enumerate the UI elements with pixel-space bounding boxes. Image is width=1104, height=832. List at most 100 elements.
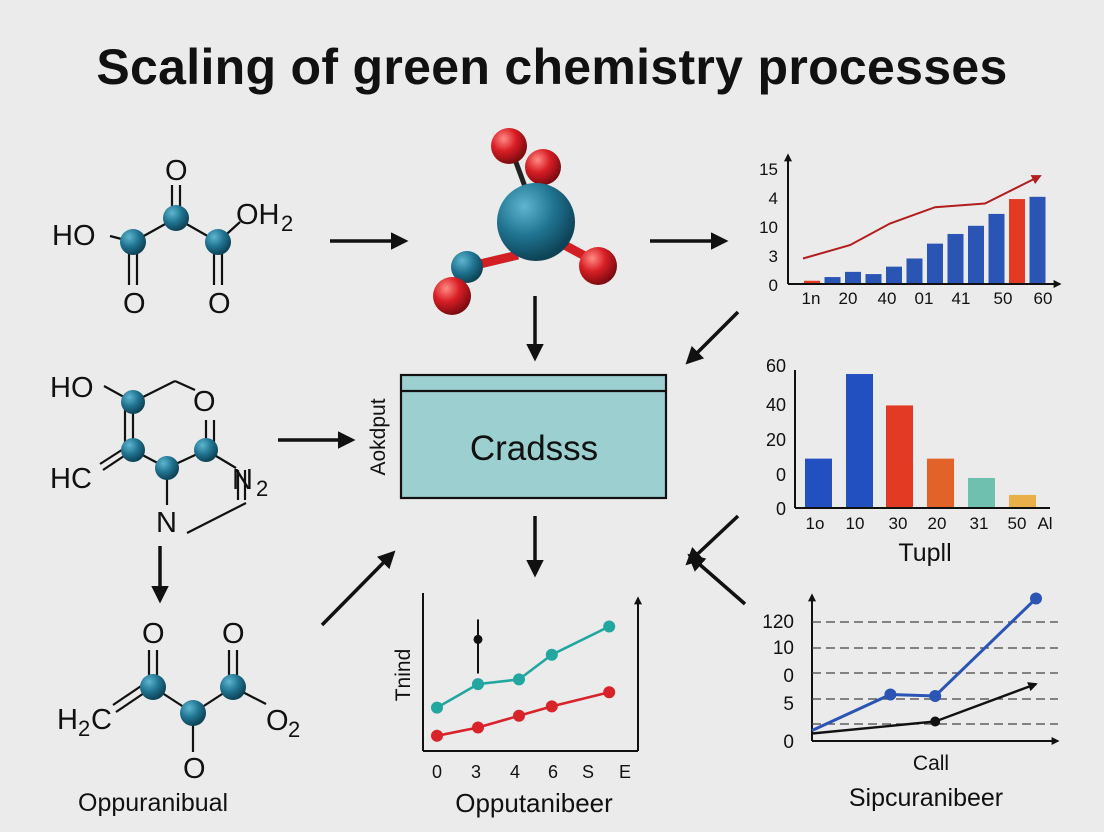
chart-1-ytick-label: 3 — [769, 247, 778, 266]
atom-red — [491, 128, 527, 164]
chart-4-ytick-label: 120 — [762, 612, 794, 633]
chart-3-xtick-label: E — [619, 762, 631, 782]
molecule-3-o2-label: O — [266, 705, 289, 737]
flow-arrows — [151, 232, 747, 627]
molecule-1-ho-label: HO — [52, 220, 96, 252]
chart-3-xtick-label: 4 — [510, 762, 520, 782]
molecule-2-n2-label: N — [232, 464, 253, 496]
molecule-3-h-label: H — [57, 704, 78, 736]
chart-3-point — [472, 721, 484, 734]
molecule-1-oh-subscript: 2 — [281, 211, 293, 236]
molecule-1-o-top: O — [165, 155, 188, 187]
molecule-3-o2-subscript: 2 — [288, 717, 300, 742]
chart-1-bar — [824, 277, 841, 283]
chart-2-xtick-label: 50 — [1008, 514, 1027, 533]
chart-2-bar — [968, 477, 995, 507]
chart-1-xtick-label: 20 — [839, 289, 858, 308]
chart-4-ytick-label: 5 — [783, 694, 794, 715]
molecule-2-atom — [121, 438, 145, 462]
chart-3-point — [545, 700, 558, 713]
molecule-3d-model — [433, 128, 617, 315]
chart-4-caption: Sipcuranibeer — [849, 784, 1003, 812]
chart-2-xlabel: Tupll — [898, 539, 951, 567]
chart-2-xtick-label: 30 — [889, 514, 908, 533]
chart-2-xtick-label: 20 — [928, 514, 947, 533]
molecule-1-o-bottom-right: O — [208, 288, 231, 320]
chart-4-ytick-label: 0 — [783, 666, 794, 687]
chart-2-bar — [846, 374, 873, 507]
molecule-3: O O H 2 C O 2 O Oppuranibual — [57, 618, 300, 817]
molecule-1-atom — [163, 205, 189, 231]
chart-3-ylabel: Tnind — [392, 649, 415, 702]
chart-4-ytick-label: 0 — [783, 732, 794, 753]
page-title: Scaling of green chemistry processes — [96, 39, 1008, 95]
chart-1-xtick-label: 1n — [802, 289, 821, 308]
atom-red — [433, 277, 471, 315]
chart-2-ytick-label: 0 — [776, 465, 786, 485]
chart-2-bar — [886, 405, 913, 507]
chart-1-ytick-label: 15 — [759, 160, 778, 179]
chart-1-ytick-label: 10 — [759, 218, 778, 237]
arrow-molecule3-to-box — [320, 550, 396, 627]
chart-1-xtick-label: 41 — [952, 289, 971, 308]
molecule-2-o-ring-label: O — [193, 386, 216, 418]
chart-1-bar — [865, 274, 882, 283]
arrow-chart2-to-box — [685, 514, 740, 566]
molecule-3-o-bottom: O — [183, 753, 206, 785]
molecule-3-atom — [180, 700, 206, 726]
chart-1-bar — [886, 266, 902, 283]
atom-teal-large — [497, 183, 575, 261]
chart-1-xtick-label: 50 — [994, 289, 1013, 308]
chart-2-ytick-label: 20 — [766, 430, 786, 450]
arrow-chart1-to-box — [685, 310, 740, 365]
chart-4-point — [1030, 592, 1042, 605]
molecule-3-atom — [220, 674, 246, 700]
chart-4-xlabel: Call — [913, 752, 949, 775]
chart-4-series-line — [811, 682, 1038, 735]
molecule-1-atom — [205, 229, 231, 255]
process-box-label: Cradsss — [470, 429, 598, 468]
chart-4-point — [929, 690, 942, 702]
molecule-3-c-label: C — [91, 704, 112, 736]
chart-3-xtick-label: 0 — [432, 762, 442, 782]
chart-3-point — [603, 686, 616, 699]
chart-3-point — [431, 729, 443, 742]
molecule-3-atom — [140, 674, 166, 700]
atom-teal-small — [451, 251, 483, 283]
chart-3-point — [545, 648, 558, 661]
arrow-chart4-to-box — [687, 553, 747, 606]
molecule-2-hc-label: HC — [50, 463, 92, 495]
chart-2-xtick-label: 1o — [806, 514, 825, 533]
molecule-3-o-top-right: O — [222, 618, 245, 650]
chart-3-errorbar-point — [473, 634, 483, 644]
chart-1-bar — [845, 271, 861, 283]
chart-1-xtick-label: 01 — [915, 289, 934, 308]
chart-1-bar — [1009, 199, 1025, 283]
chart-3-point — [513, 709, 525, 722]
process-box: Cradsss Aokdput — [367, 373, 668, 500]
chart-2-ytick-label: 40 — [766, 395, 786, 415]
chart-3-series-line — [436, 625, 610, 709]
chart-2-bar — [1009, 494, 1036, 507]
chart-1-bar — [988, 213, 1005, 283]
molecule-2-ho-label: HO — [50, 372, 94, 404]
chart-1-bar — [804, 280, 820, 283]
chart-2-ytick-label: 60 — [766, 356, 786, 376]
chart-4: 120 10 0 5 0 Call Sipcuranibeer — [762, 592, 1060, 812]
chart-3-point — [472, 678, 484, 691]
molecule-3-o-top-left: O — [142, 618, 165, 650]
chart-2-xtick-label: 10 — [846, 514, 865, 533]
chart-2-axes — [794, 370, 1050, 509]
molecule-1-oh-label: OH — [236, 199, 280, 231]
chart-2-bar — [927, 458, 954, 507]
molecule-3-h-subscript: 2 — [78, 716, 90, 741]
chart-1-xtick-label: 40 — [878, 289, 897, 308]
chart-4-ytick-label: 10 — [773, 638, 794, 659]
chart-1-bar — [927, 243, 943, 283]
chart-1-bar — [947, 233, 964, 283]
chart-1-ytick-label: 4 — [769, 189, 778, 208]
